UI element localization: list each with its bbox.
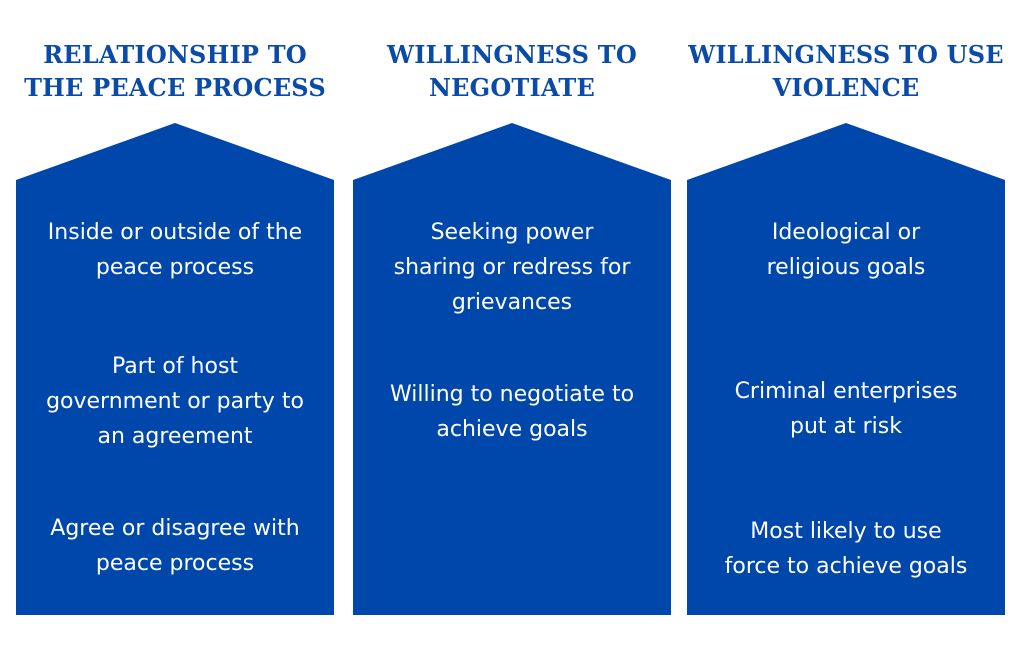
item-line: religious goals bbox=[766, 255, 926, 280]
column-heading: RELATIONSHIP TO THE PEACE PROCESS bbox=[0, 38, 354, 104]
list-item: Ideological or religious goals bbox=[707, 215, 985, 285]
item-line: peace process bbox=[95, 551, 255, 576]
heading-line: NEGOTIATE bbox=[429, 73, 595, 102]
house-background bbox=[16, 123, 334, 615]
column-heading: WILLINGNESS TO NEGOTIATE bbox=[333, 38, 691, 104]
item-line: put at risk bbox=[790, 414, 902, 439]
item-line: grievances bbox=[451, 290, 573, 315]
list-item: Willing to negotiate to achieve goals bbox=[373, 377, 651, 447]
house-background bbox=[353, 123, 671, 615]
house-shape: Seeking power sharing or redress for gri… bbox=[353, 123, 671, 615]
house-shape: Ideological or religious goals Criminal … bbox=[687, 123, 1005, 615]
list-item: Seeking power sharing or redress for gri… bbox=[373, 215, 651, 320]
item-line: an agreement bbox=[97, 424, 253, 449]
heading-line: THE PEACE PROCESS bbox=[24, 73, 326, 102]
item-line: Seeking power bbox=[430, 220, 594, 245]
heading-line: WILLINGNESS TO bbox=[387, 40, 637, 69]
house-background bbox=[687, 123, 1005, 615]
column-violence: WILLINGNESS TO USE VIOLENCE Ideological … bbox=[687, 0, 1005, 647]
item-line: force to achieve goals bbox=[724, 554, 968, 579]
item-line: Inside or outside of the bbox=[47, 220, 303, 245]
list-item: Agree or disagree with peace process bbox=[36, 511, 314, 581]
heading-line: WILLINGNESS TO USE bbox=[688, 40, 1004, 69]
item-line: Willing to negotiate to bbox=[389, 382, 635, 407]
list-item: Most likely to use force to achieve goal… bbox=[707, 514, 985, 584]
heading-line: VIOLENCE bbox=[772, 73, 920, 102]
item-line: achieve goals bbox=[436, 417, 588, 442]
item-line: peace process bbox=[95, 255, 255, 280]
heading-line: RELATIONSHIP TO bbox=[43, 40, 307, 69]
list-item: Criminal enterprises put at risk bbox=[707, 374, 985, 444]
column-heading: WILLINGNESS TO USE VIOLENCE bbox=[667, 38, 1024, 104]
item-line: government or party to bbox=[46, 389, 304, 414]
item-line: Agree or disagree with bbox=[50, 516, 300, 541]
item-line: sharing or redress for bbox=[393, 255, 631, 280]
list-item: Inside or outside of the peace process bbox=[36, 215, 314, 285]
item-line: Most likely to use bbox=[750, 519, 942, 544]
house-shape: Inside or outside of the peace process P… bbox=[16, 123, 334, 615]
item-line: Part of host bbox=[111, 354, 239, 379]
column-negotiate: WILLINGNESS TO NEGOTIATE Seeking power s… bbox=[353, 0, 671, 647]
column-relationship: RELATIONSHIP TO THE PEACE PROCESS Inside… bbox=[16, 0, 334, 647]
item-line: Ideological or bbox=[771, 220, 921, 245]
item-line: Criminal enterprises bbox=[734, 379, 958, 404]
list-item: Part of host government or party to an a… bbox=[36, 349, 314, 454]
